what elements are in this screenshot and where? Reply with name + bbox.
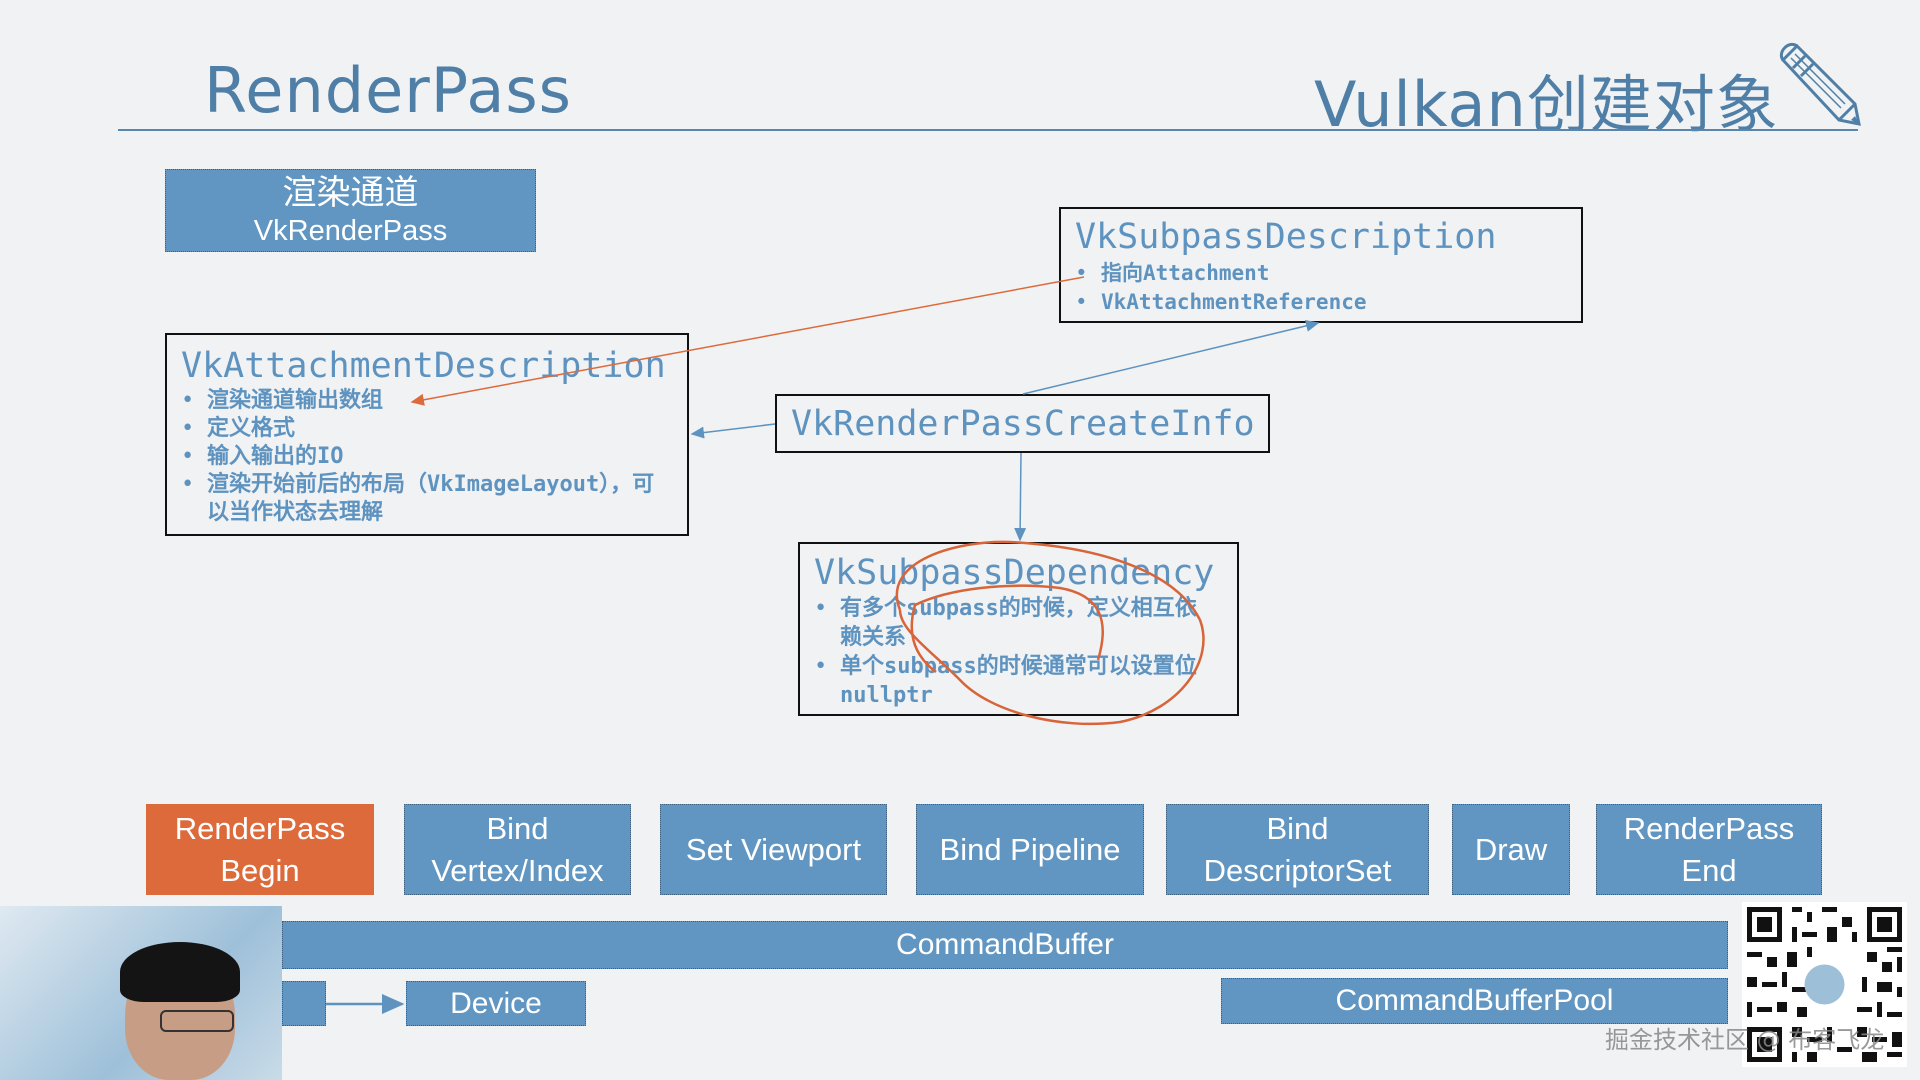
attachment-description-list: 渲染通道输出数组 定义格式 输入输出的IO 渲染开始前后的布局（VkImageL… — [181, 387, 661, 527]
step-label: Bind Pipeline — [939, 831, 1121, 867]
attachment-description-box: VkAttachmentDescription 渲染通道输出数组 定义格式 输入… — [165, 333, 689, 536]
render-pass-box-cn: 渲染通道 — [282, 172, 419, 213]
step-label: Set Viewport — [685, 831, 862, 867]
list-item: 定义格式 — [181, 415, 661, 443]
command-buffer-label: CommandBuffer — [896, 928, 1114, 961]
arrow-to-subpass-dependency — [1014, 452, 1027, 542]
step-label: RenderPass — [174, 810, 346, 846]
step-bind-descriptorset: Bind DescriptorSet — [1166, 804, 1429, 895]
command-buffer-bar: CommandBuffer — [282, 921, 1728, 969]
partial-box — [282, 981, 326, 1026]
step-label: Draw — [1474, 831, 1548, 867]
webcam-overlay — [0, 906, 282, 1080]
render-pass-box-en: VkRenderPass — [253, 214, 448, 247]
list-item: 渲染开始前后的布局（VkImageLayout），可以当作状态去理解 — [181, 471, 661, 527]
subpass-description-box: VkSubpassDescription 指向Attachment VkAtta… — [1059, 207, 1583, 323]
list-item: 单个subpass的时候通常可以设置位nullptr — [814, 652, 1214, 710]
device-box: Device — [406, 981, 586, 1026]
step-bind-pipeline: Bind Pipeline — [916, 804, 1144, 895]
watermark: 掘金技术社区 @ 布客飞龙 — [1605, 1026, 1885, 1054]
qr-code — [1742, 902, 1907, 1067]
arrow-attachment-reference — [410, 276, 1085, 406]
list-item: 渲染通道输出数组 — [181, 387, 661, 415]
step-label: End — [1681, 852, 1737, 888]
list-item: 输入输出的IO — [181, 443, 661, 471]
step-renderpass-end: RenderPass End — [1596, 804, 1822, 895]
command-buffer-pool-box: CommandBufferPool — [1221, 978, 1728, 1024]
header-divider — [118, 129, 1858, 131]
step-label: RenderPass — [1623, 810, 1795, 846]
step-label: Bind — [486, 810, 549, 846]
presenter-hair — [120, 942, 240, 1002]
attachment-description-title: VkAttachmentDescription — [181, 346, 666, 386]
subpass-dependency-list: 有多个subpass的时候，定义相互依赖关系 单个subpass的时候通常可以设… — [814, 594, 1214, 710]
step-label: DescriptorSet — [1203, 852, 1392, 888]
step-renderpass-begin: RenderPass Begin — [146, 804, 374, 895]
arrow-to-subpass-description — [1022, 319, 1320, 395]
step-draw: Draw — [1452, 804, 1570, 895]
render-pass-create-info-box: VkRenderPassCreateInfo — [775, 394, 1270, 453]
list-item: 指向Attachment — [1075, 259, 1581, 288]
render-pass-create-info-title: VkRenderPassCreateInfo — [791, 403, 1255, 444]
slide-title: RenderPass — [204, 54, 572, 127]
command-buffer-pool-label: CommandBufferPool — [1335, 984, 1614, 1017]
arrow-to-attachment-description — [690, 423, 776, 439]
presenter-glasses — [160, 1010, 234, 1032]
step-label: Begin — [220, 852, 300, 888]
list-item: VkAttachmentReference — [1075, 288, 1581, 317]
pencil-icon — [1775, 38, 1863, 130]
slide-section-title: Vulkan创建对象 — [1314, 68, 1779, 141]
step-label: Bind — [1266, 810, 1329, 846]
step-bind-vertex-index: Bind Vertex/Index — [404, 804, 631, 895]
device-label: Device — [450, 986, 542, 1020]
step-label: Vertex/Index — [431, 852, 604, 888]
render-pass-box: 渲染通道 VkRenderPass — [165, 169, 536, 252]
step-set-viewport: Set Viewport — [660, 804, 887, 895]
hand-drawn-circle-annotation — [895, 540, 1205, 726]
subpass-description-title: VkSubpassDescription — [1075, 217, 1497, 257]
subpass-description-list: 指向Attachment VkAttachmentReference — [1075, 259, 1581, 317]
